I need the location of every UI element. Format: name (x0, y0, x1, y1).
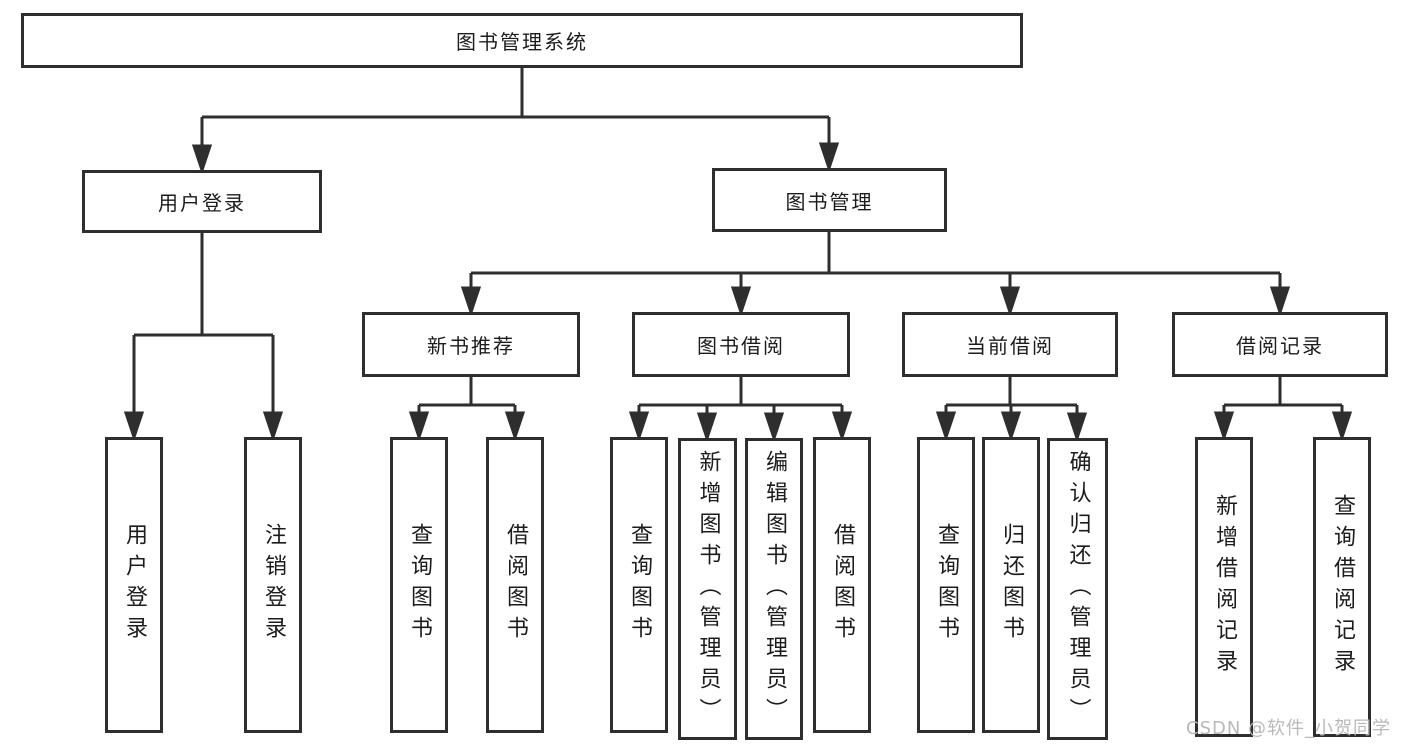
node-leaf-borrow-books-borrowing: 借阅图书 (813, 437, 871, 733)
arrow-down-icon (831, 411, 853, 442)
leaf-label: 借阅图书 (830, 523, 855, 647)
arrow-down-icon (1331, 411, 1353, 442)
node-new-book-recommend: 新书推荐 (362, 312, 580, 377)
node-current-borrowing: 当前借阅 (902, 312, 1118, 377)
leaf-label: 确认归还（管理员） (1065, 449, 1091, 729)
connector-root-to-level2 (191, 68, 840, 175)
connector-new-book-recommend-children (408, 377, 526, 442)
csdn-watermark: CSDN @软件_小贺同学 (1186, 718, 1392, 739)
arrow-down-icon (763, 412, 785, 443)
leaf-label: 借阅图书 (503, 523, 528, 647)
arrow-down-icon (818, 142, 840, 173)
node-leaf-confirm-return-admin: 确认归还（管理员） (1047, 438, 1108, 740)
node-leaf-query-books-recommend: 查询图书 (390, 437, 448, 733)
leaf-label: 归还图书 (999, 523, 1024, 647)
arrow-down-icon (628, 411, 650, 442)
node-book-management: 图书管理 (712, 168, 947, 232)
leaf-label: 新增图书（管理员） (695, 449, 721, 729)
node-leaf-user-login: 用户登录 (105, 437, 163, 733)
leaf-label: 编辑图书（管理员） (762, 449, 787, 729)
arrow-down-icon (730, 286, 752, 317)
leaf-label: 用户登录 (122, 523, 147, 647)
arrow-down-icon (999, 286, 1021, 317)
arrow-down-icon (1066, 412, 1088, 443)
arrow-down-icon (408, 411, 430, 442)
node-library-management-system: 图书管理系统 (21, 13, 1023, 68)
connector-book-management-children (460, 232, 1291, 317)
arrow-down-icon (696, 412, 718, 443)
node-leaf-return-books: 归还图书 (982, 437, 1040, 733)
node-leaf-query-books-borrowing: 查询图书 (610, 437, 668, 733)
arrow-down-icon (123, 411, 145, 442)
arrow-down-icon (1213, 411, 1235, 442)
arrow-down-icon (935, 411, 957, 442)
node-user-login: 用户登录 (82, 170, 322, 233)
connector-book-borrowing-children (628, 377, 853, 443)
node-book-borrowing: 图书借阅 (632, 312, 850, 377)
arrow-down-icon (504, 411, 526, 442)
node-borrowing-records: 借阅记录 (1172, 312, 1388, 377)
leaf-label: 查询图书 (934, 523, 959, 647)
node-leaf-add-borrow-record: 新增借阅记录 (1195, 437, 1253, 737)
node-leaf-logout: 注销登录 (244, 437, 302, 733)
node-leaf-add-books-admin: 新增图书（管理员） (678, 438, 737, 740)
arrow-down-icon (262, 411, 284, 442)
arrow-down-icon (1000, 411, 1022, 442)
leaf-label: 注销登录 (261, 523, 286, 647)
leaf-label: 新增借阅记录 (1212, 494, 1237, 680)
connector-current-borrowing-children (935, 377, 1088, 443)
leaf-label: 查询图书 (407, 523, 432, 647)
node-leaf-query-borrow-record: 查询借阅记录 (1313, 437, 1371, 737)
arrow-down-icon (460, 286, 482, 317)
arrow-down-icon (1269, 286, 1291, 317)
node-leaf-edit-books-admin: 编辑图书（管理员） (745, 438, 803, 740)
node-leaf-borrow-books-recommend: 借阅图书 (486, 437, 544, 733)
connector-borrowing-records-children (1213, 377, 1353, 442)
node-leaf-query-books-current: 查询图书 (917, 437, 975, 733)
connector-user-login-children (123, 233, 284, 442)
leaf-label: 查询借阅记录 (1330, 494, 1355, 680)
leaf-label: 查询图书 (627, 523, 652, 647)
arrow-down-icon (191, 144, 213, 175)
